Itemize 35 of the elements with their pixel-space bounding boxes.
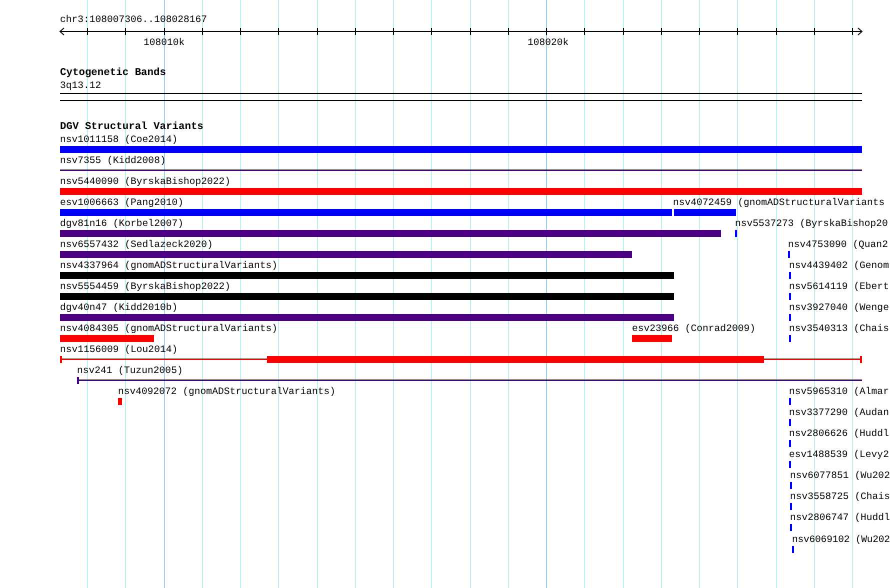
variant-label: nsv4072459 (gnomADStructuralVariants <box>673 197 885 208</box>
scale-label: chr3:108007306..108028167 <box>60 14 207 25</box>
variant-label: nsv4084305 (gnomADStructuralVariants) <box>60 323 278 334</box>
variant-label: nsv5554459 (ByrskaBishop2022) <box>60 281 230 292</box>
variant-label: esv23966 (Conrad2009) <box>632 323 756 334</box>
variant-label: nsv3377290 (Audan <box>789 407 889 418</box>
variant-label: nsv5965310 (Almar <box>789 386 889 397</box>
variant-label: nsv5614119 (Ebert <box>789 281 889 292</box>
variant-label: nsv3540313 (Chais <box>789 323 889 334</box>
scale-label: 3q13.12 <box>60 80 102 91</box>
variant-label: nsv241 (Tuzun2005) <box>77 365 183 376</box>
variant-label: nsv4753090 (Quan2 <box>788 239 888 250</box>
variant-label: nsv1011158 (Coe2014) <box>60 134 178 145</box>
variant-label: nsv6077851 (Wu202 <box>790 470 890 481</box>
variant-label: nsv6069102 (Wu202 <box>792 534 890 545</box>
variant-label: nsv6557432 (Sedlazeck2020) <box>60 239 213 250</box>
track-title: DGV Structural Variants <box>60 122 204 133</box>
track-title: Cytogenetic Bands <box>60 68 166 79</box>
variant-label: nsv4337964 (gnomADStructuralVariants) <box>60 260 278 271</box>
variant-label: esv1006663 (Pang2010) <box>60 197 184 208</box>
variant-label: dgv40n47 (Kidd2010b) <box>60 302 178 313</box>
variant-label: nsv4439402 (Genom <box>789 260 889 271</box>
variant-label: dgv81n16 (Korbel2007) <box>60 218 184 229</box>
variant-label: nsv3558725 (Chais <box>790 491 890 502</box>
variant-label: nsv7355 (Kidd2008) <box>60 155 166 166</box>
tick-label: 108010k <box>144 37 185 48</box>
variant-label: nsv5440090 (ByrskaBishop2022) <box>60 176 230 187</box>
variant-label: nsv2806747 (Huddl <box>790 512 890 523</box>
variant-label: nsv3927040 (Wenge <box>789 302 889 313</box>
variant-label: nsv4092072 (gnomADStructuralVariants) <box>118 386 336 397</box>
tick-label: 108020k <box>528 37 569 48</box>
variant-label: nsv2806626 (Huddl <box>789 428 889 439</box>
variant-label: esv1488539 (Levy2 <box>789 449 889 460</box>
variant-label: nsv1156009 (Lou2014) <box>60 344 178 355</box>
variant-label: nsv5537273 (ByrskaBishop20 <box>735 218 888 229</box>
